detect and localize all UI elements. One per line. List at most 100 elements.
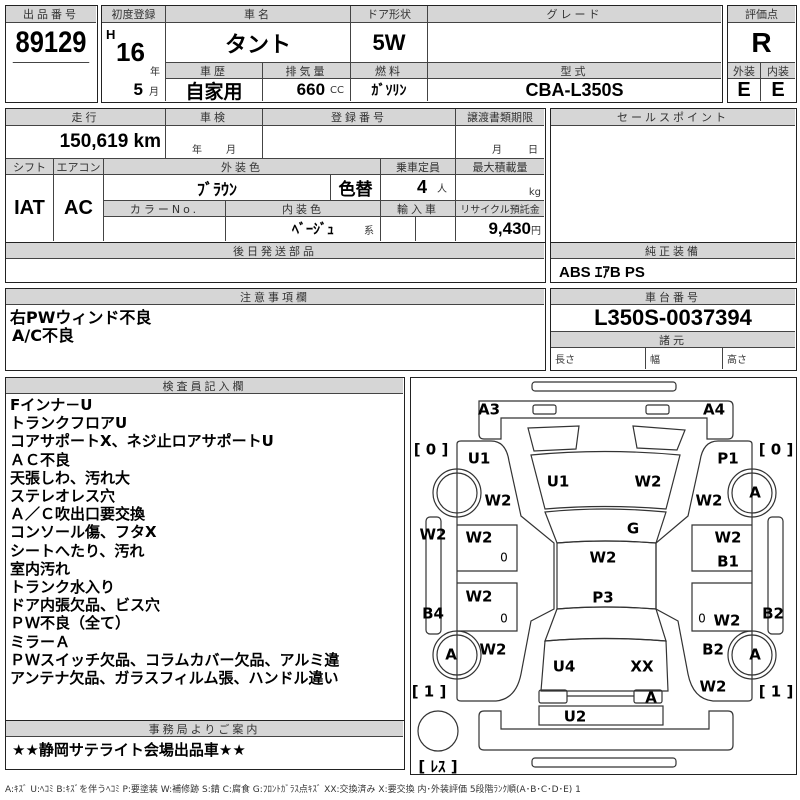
front-bumper-top bbox=[531, 381, 677, 392]
lot-label: 出品番号 bbox=[6, 6, 96, 23]
fuel-label: 燃料 bbox=[351, 63, 428, 79]
ext-color: ﾌﾞﾗｳﾝ bbox=[104, 175, 331, 201]
sales-point-box: セールスポイント bbox=[550, 108, 797, 243]
transfer-label: 譲渡書類期限 bbox=[456, 109, 544, 126]
damage-label: B4 bbox=[422, 605, 444, 623]
inspector-line: ミラーＡ bbox=[10, 632, 71, 651]
fuel: ｶﾞｿﾘﾝ bbox=[351, 79, 428, 101]
color-change: 色替 bbox=[331, 175, 381, 201]
inspector-line: シートへたり、汚れ bbox=[10, 541, 145, 560]
damage-label: W2 bbox=[590, 549, 617, 567]
office-box: 事務局よりご案内 ★★静岡サテライト会場出品車★★ bbox=[5, 720, 405, 770]
damage-label: [ ﾚｽ ] bbox=[418, 758, 457, 775]
inspector-line: 天張しわ、汚れ大 bbox=[10, 468, 131, 487]
damage-label: B2 bbox=[702, 641, 724, 659]
caution-line: A/C不良 bbox=[12, 326, 74, 345]
spare-tire bbox=[417, 710, 459, 752]
history: 自家用 bbox=[166, 79, 263, 101]
month-unit: 月 bbox=[149, 86, 159, 98]
trunk bbox=[540, 637, 669, 692]
damage-label: W2 bbox=[420, 526, 447, 544]
era: H bbox=[106, 27, 116, 42]
damage-label: B2 bbox=[762, 605, 784, 623]
interior-label: 内装 bbox=[761, 63, 795, 79]
year-unit: 年 bbox=[192, 145, 202, 156]
color-no-label: カラーNo. bbox=[104, 201, 226, 217]
mileage-label: 走行 bbox=[6, 109, 166, 126]
rear-bumper bbox=[478, 710, 734, 751]
recycle-value: 9,430 bbox=[488, 219, 531, 238]
damage-label: W2 bbox=[715, 529, 742, 547]
displacement-value: 660 bbox=[296, 80, 326, 99]
damage-label: U2 bbox=[564, 708, 587, 726]
caution-box: 注意事項欄 右PWウィンド不良 A/C不良 bbox=[5, 288, 546, 371]
ac-label: エアコン bbox=[54, 159, 104, 175]
damage-label: B1 bbox=[717, 553, 739, 571]
int-color: ﾍﾞｰｼﾞｭ系 bbox=[226, 217, 381, 241]
lot-number: 89129 bbox=[12, 23, 90, 63]
inspector-line: ＡＣ不良 bbox=[10, 450, 71, 469]
rating-label: 評価点 bbox=[728, 6, 795, 23]
max-load: kg bbox=[456, 175, 544, 201]
chassis-box: 車台番号 L350S-0037394 諸元 長さ 幅 高さ bbox=[550, 288, 797, 371]
rating-box: 評価点 R 外装 内装 E E bbox=[727, 5, 797, 103]
damage-label: [ 0 ] bbox=[759, 441, 794, 459]
recycle-label: リサイクル預託金 bbox=[456, 201, 544, 217]
wheel-rr bbox=[731, 634, 773, 676]
later-parts-box: 後日発送部品 bbox=[5, 242, 546, 283]
wheel-rl bbox=[436, 634, 478, 676]
capacity-unit: 人 bbox=[437, 184, 447, 195]
door-label: ドア形状 bbox=[351, 6, 428, 23]
damage-label: 0 bbox=[500, 551, 508, 565]
inspector-line: Fインナ－U bbox=[10, 396, 93, 414]
color-no bbox=[104, 217, 226, 241]
inspector-line: ドア内張欠品、ビス穴 bbox=[10, 596, 161, 615]
doors bbox=[457, 524, 752, 632]
damage-label: A bbox=[749, 646, 761, 664]
damage-label: W2 bbox=[480, 641, 507, 659]
width: 幅 bbox=[646, 348, 723, 369]
right-body bbox=[655, 440, 753, 702]
grade-label: グレード bbox=[428, 6, 721, 23]
details-box: 走行 車検 登録番号 譲渡書類期限 150,619 km 年月 月日 シフト エ… bbox=[5, 108, 546, 243]
damage-label: XX bbox=[630, 658, 654, 676]
yen-unit: 円 bbox=[531, 225, 541, 237]
equipment-value: ABS ｴｱB PS bbox=[559, 264, 645, 281]
windshield bbox=[544, 508, 667, 544]
int-color-value: ﾍﾞｰｼﾞｭ bbox=[292, 221, 334, 237]
right-sill bbox=[767, 516, 784, 635]
damage-label: [ 1 ] bbox=[759, 683, 794, 701]
damage-label: 0 bbox=[698, 612, 706, 626]
damage-label: W2 bbox=[700, 678, 727, 696]
damage-label: [ 0 ] bbox=[414, 441, 449, 459]
reg-no bbox=[263, 126, 456, 159]
displacement-label: 排気量 bbox=[263, 63, 351, 79]
damage-label: A bbox=[645, 689, 657, 707]
damage-label: W2 bbox=[714, 612, 741, 630]
history-label: 車歴 bbox=[166, 63, 263, 79]
sales-point-label: セールスポイント bbox=[551, 109, 795, 126]
left-body bbox=[456, 440, 555, 702]
later-parts-label: 後日発送部品 bbox=[6, 243, 544, 259]
capacity-label: 乗車定員 bbox=[381, 159, 456, 175]
ac: AC bbox=[54, 175, 104, 241]
interior-grade: E bbox=[771, 79, 785, 101]
door-type: 5W bbox=[351, 23, 428, 63]
equipment-label: 純正装備 bbox=[551, 243, 795, 259]
damage-label: W2 bbox=[696, 492, 723, 510]
model-label: 型式 bbox=[428, 63, 721, 79]
inspector-line: 室内汚れ bbox=[10, 559, 71, 578]
shift: IAT bbox=[6, 175, 54, 241]
damage-label: U1 bbox=[468, 450, 491, 468]
chassis-number: L350S-0037394 bbox=[551, 305, 795, 332]
damage-label: U1 bbox=[547, 473, 570, 491]
damage-label: W2 bbox=[466, 529, 493, 547]
office-note: ★★静岡サテライト会場出品車★★ bbox=[12, 741, 246, 759]
reg-no-label: 登録番号 bbox=[263, 109, 456, 126]
exterior-grade: E bbox=[728, 79, 761, 101]
